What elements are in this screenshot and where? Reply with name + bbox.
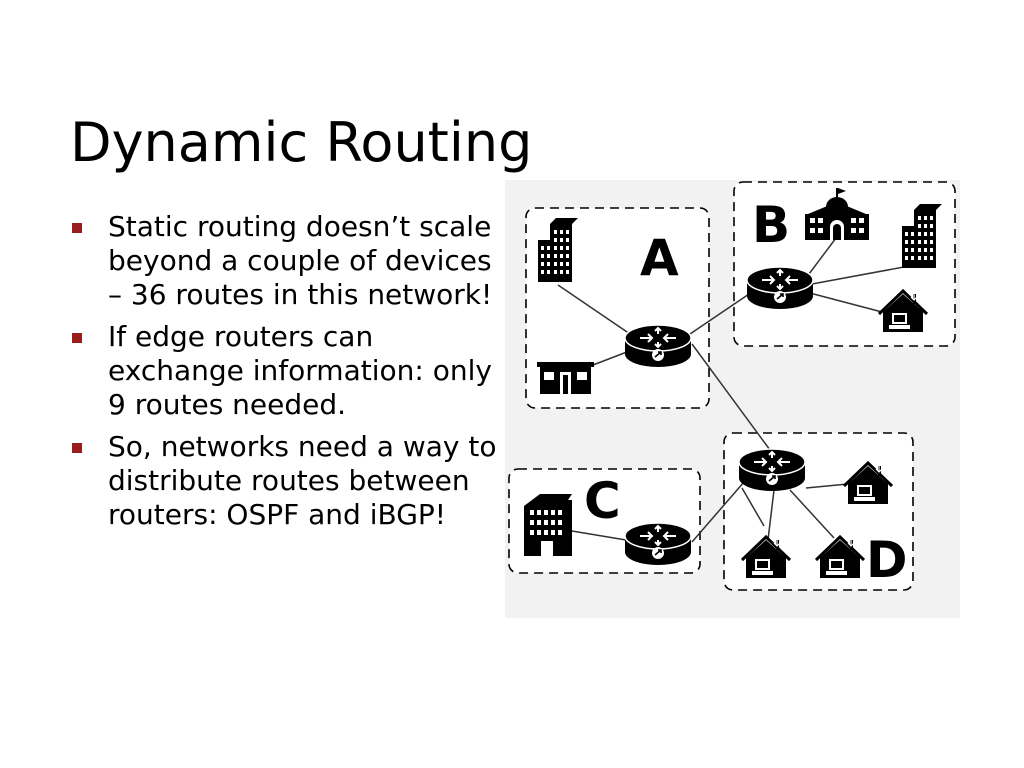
square-bullet-icon: [72, 333, 82, 343]
region-label: D: [866, 531, 908, 589]
bullet-text: If edge routers can exchange information…: [108, 320, 492, 421]
bullet-text: Static routing doesn’t scale beyond a co…: [108, 210, 493, 311]
shop-icon: [537, 362, 594, 394]
square-bullet-icon: [72, 223, 82, 233]
factory-icon: [524, 494, 572, 556]
bullet-item: If edge routers can exchange information…: [70, 320, 510, 422]
router-icon: [738, 448, 806, 492]
network-diagram: A B C D: [505, 180, 960, 618]
router-icon: [746, 266, 814, 310]
network-links: [557, 237, 921, 543]
bullet-item: Static routing doesn’t scale beyond a co…: [70, 210, 510, 312]
bullet-list: Static routing doesn’t scale beyond a co…: [70, 210, 510, 540]
region-label: A: [640, 229, 679, 287]
bullet-item: So, networks need a way to distribute ro…: [70, 430, 510, 532]
region-label: B: [752, 196, 790, 254]
bullet-text: So, networks need a way to distribute ro…: [108, 430, 497, 531]
router-icon: [624, 324, 692, 368]
slide-title: Dynamic Routing: [70, 111, 533, 174]
region-label: C: [584, 472, 621, 530]
square-bullet-icon: [72, 443, 82, 453]
router-icon: [624, 522, 692, 566]
government-building-icon: [805, 188, 869, 240]
